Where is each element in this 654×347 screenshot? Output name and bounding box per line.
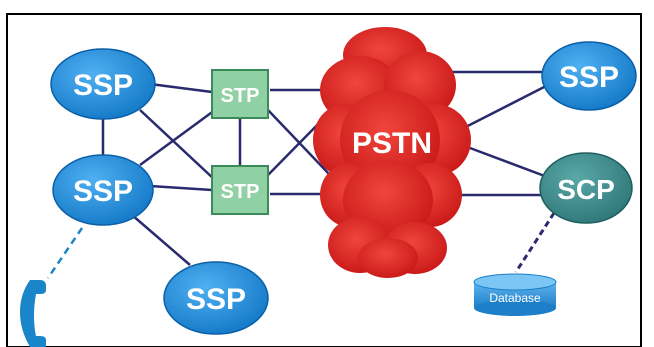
ssp-top-left-node: SSP: [50, 48, 156, 120]
scp-right-node: SCP: [539, 152, 633, 224]
pstn-cloud: PSTN: [313, 27, 471, 278]
ssp-right-label: SSP: [559, 61, 619, 94]
link-ssp1-stp-top: [149, 82, 213, 94]
ssp-mid-left-label: SSP: [73, 175, 133, 208]
stp-bottom-node: STP: [211, 165, 269, 215]
stp-top-label: STP: [221, 85, 260, 107]
link-ssp2-stp-bottom: [149, 184, 213, 192]
telephone-handset-icon: [20, 280, 46, 347]
link-phone-ssp2: [46, 227, 84, 279]
link-scp-database: [514, 212, 556, 273]
database-label: Database: [489, 291, 541, 305]
ssp-right-node: SSP: [541, 41, 637, 111]
ssp-mid-left-node: SSP: [52, 154, 154, 226]
scp-right-label: SCP: [557, 174, 615, 205]
database-cylinder-icon: Database: [473, 273, 557, 316]
pstn-label: PSTN: [352, 127, 432, 160]
link-ssp2-ssp3: [131, 214, 191, 266]
stp-top-node: STP: [211, 69, 269, 119]
link-ssp1-stp-bottom: [139, 109, 216, 181]
stp-bottom-label: STP: [221, 181, 260, 203]
ssp-bottom-label: SSP: [186, 283, 246, 316]
link-ssp2-stp-top: [139, 108, 216, 167]
ssp-bottom-node: SSP: [163, 261, 269, 335]
link-pstn-scp-1: [469, 146, 551, 180]
ssp-top-left-label: SSP: [73, 69, 133, 102]
